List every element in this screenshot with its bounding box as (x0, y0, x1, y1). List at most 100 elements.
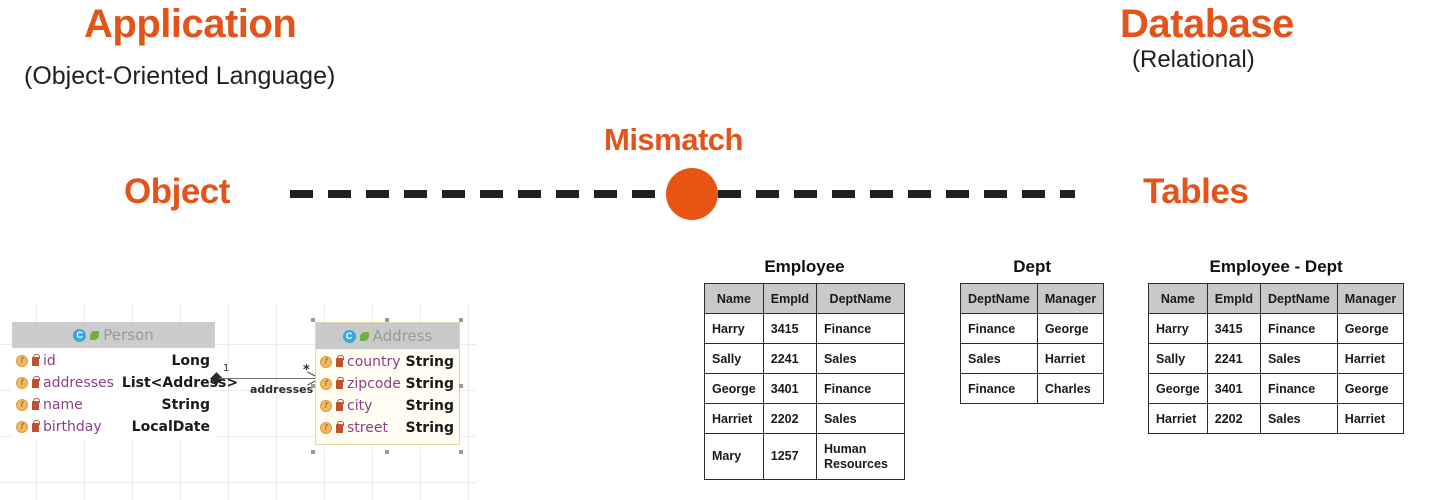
uml-association[interactable]: 1 * addresses (206, 363, 324, 402)
uml-field-type: LocalDate (131, 419, 210, 435)
uml-diagram-canvas: C Person f id Long f addresses List<Addr… (0, 306, 476, 500)
uml-class-person-header: C Person (12, 322, 215, 348)
table-cell: Sales (960, 343, 1038, 374)
table-cell: Human Resources (815, 433, 905, 480)
mismatch-dot-icon (666, 168, 718, 220)
table-row: Finance Charles (960, 373, 1105, 404)
uml-field-row[interactable]: f name String (12, 394, 215, 416)
table-cell: Sally (1148, 343, 1208, 374)
selection-handle[interactable] (459, 318, 463, 322)
selection-handle[interactable] (311, 318, 315, 322)
table-cell: Harriet (1036, 343, 1105, 374)
class-icon: C (73, 328, 87, 342)
table-employee-dept-grid: Name EmpId DeptName Manager Harry 3415 F… (1148, 283, 1405, 434)
table-cell: Harry (1148, 313, 1208, 344)
uml-field-name: addresses (43, 375, 114, 391)
selection-handle[interactable] (311, 384, 315, 388)
field-icon: f (16, 399, 28, 411)
uml-class-person[interactable]: C Person f id Long f addresses List<Addr… (12, 322, 238, 442)
uml-class-address[interactable]: C Address f country String f zipcode Str… (315, 322, 460, 445)
table-dept: Dept DeptName Manager Finance George Sal… (960, 257, 1105, 404)
uml-field-type: String (405, 354, 454, 370)
table-cell: 3415 (1206, 313, 1261, 344)
selection-handle[interactable] (385, 450, 389, 454)
uml-field-row[interactable]: f street String (316, 417, 459, 439)
column-header: DeptName (815, 283, 905, 314)
dashed-line-right (718, 190, 1075, 198)
column-header: EmpId (762, 283, 817, 314)
table-employee-dept-title: Employee - Dept (1209, 257, 1343, 276)
table-row: Sally 2241 Sales Harriet (1148, 343, 1405, 374)
table-cell: Harriet (704, 403, 764, 434)
table-cell: George (1336, 313, 1405, 344)
uml-field-type: String (405, 376, 454, 392)
lock-icon (32, 397, 40, 410)
table-dept-title: Dept (1013, 257, 1051, 276)
table-employee: Employee Name EmpId DeptName Harry 3415 … (704, 257, 905, 480)
tables-label: Tables (1143, 172, 1249, 211)
table-employee-grid: Name EmpId DeptName Harry 3415 Finance S… (704, 283, 905, 480)
table-cell: Finance (815, 373, 905, 404)
column-header: Manager (1036, 283, 1105, 314)
table-cell: George (1336, 373, 1405, 404)
selection-handle[interactable] (459, 450, 463, 454)
table-header-row: Name EmpId DeptName (704, 283, 905, 314)
table-cell: Sales (815, 403, 905, 434)
table-cell: 2241 (762, 343, 817, 374)
selection-handle[interactable] (459, 384, 463, 388)
table-cell: 3401 (1206, 373, 1261, 404)
table-row: Mary 1257 Human Resources (704, 433, 905, 480)
table-cell: Mary (704, 433, 764, 480)
table-cell: 2202 (1206, 403, 1261, 434)
column-header: Name (1148, 283, 1208, 314)
selection-handle[interactable] (385, 318, 389, 322)
uml-field-name: city (347, 398, 373, 414)
uml-field-row[interactable]: f zipcode String (316, 373, 459, 395)
table-cell: Finance (815, 313, 905, 344)
class-icon: C (342, 329, 356, 343)
association-target-multiplicity: * (303, 363, 310, 378)
database-title: Database (1120, 2, 1294, 46)
field-icon: f (16, 377, 28, 389)
leaf-icon (359, 331, 369, 341)
lock-icon (336, 420, 344, 433)
lock-icon (336, 354, 344, 367)
table-row: Sales Harriet (960, 343, 1105, 374)
selection-handle[interactable] (311, 450, 315, 454)
column-header: Name (704, 283, 764, 314)
uml-field-type: Long (171, 353, 210, 369)
table-row: Harriet 2202 Sales Harriet (1148, 403, 1405, 434)
column-header: DeptName (1259, 283, 1338, 314)
table-header-row: DeptName Manager (960, 283, 1105, 314)
table-cell: Finance (960, 373, 1038, 404)
lock-icon (32, 353, 40, 366)
lock-icon (336, 376, 344, 389)
uml-field-name: birthday (43, 419, 102, 435)
table-cell: George (704, 373, 764, 404)
table-cell: George (1148, 373, 1208, 404)
uml-field-type: String (161, 397, 210, 413)
uml-field-row[interactable]: f addresses List<Address> (12, 372, 238, 394)
uml-field-row[interactable]: f city String (316, 395, 459, 417)
application-title: Application (84, 2, 297, 46)
association-label: addresses (250, 383, 314, 396)
table-row: Finance George (960, 313, 1105, 344)
table-cell: 1257 (762, 433, 817, 480)
uml-field-row[interactable]: f birthday LocalDate (12, 416, 215, 438)
uml-field-row[interactable]: f id Long (12, 350, 215, 372)
uml-field-row[interactable]: f country String (316, 351, 459, 373)
leaf-icon (90, 330, 100, 340)
table-cell: Finance (1259, 373, 1338, 404)
uml-class-address-fields: f country String f zipcode String f city… (316, 349, 459, 444)
database-subtitle: (Relational) (1132, 46, 1255, 73)
table-cell: Sally (704, 343, 764, 374)
uml-class-address-name: Address (372, 327, 433, 345)
table-cell: Finance (960, 313, 1038, 344)
table-cell: Harriet (1336, 403, 1405, 434)
table-cell: 2202 (762, 403, 817, 434)
field-icon: f (16, 421, 28, 433)
lock-icon (32, 419, 40, 432)
table-cell: Sales (1259, 403, 1338, 434)
object-label: Object (124, 172, 230, 211)
table-cell: 3415 (762, 313, 817, 344)
